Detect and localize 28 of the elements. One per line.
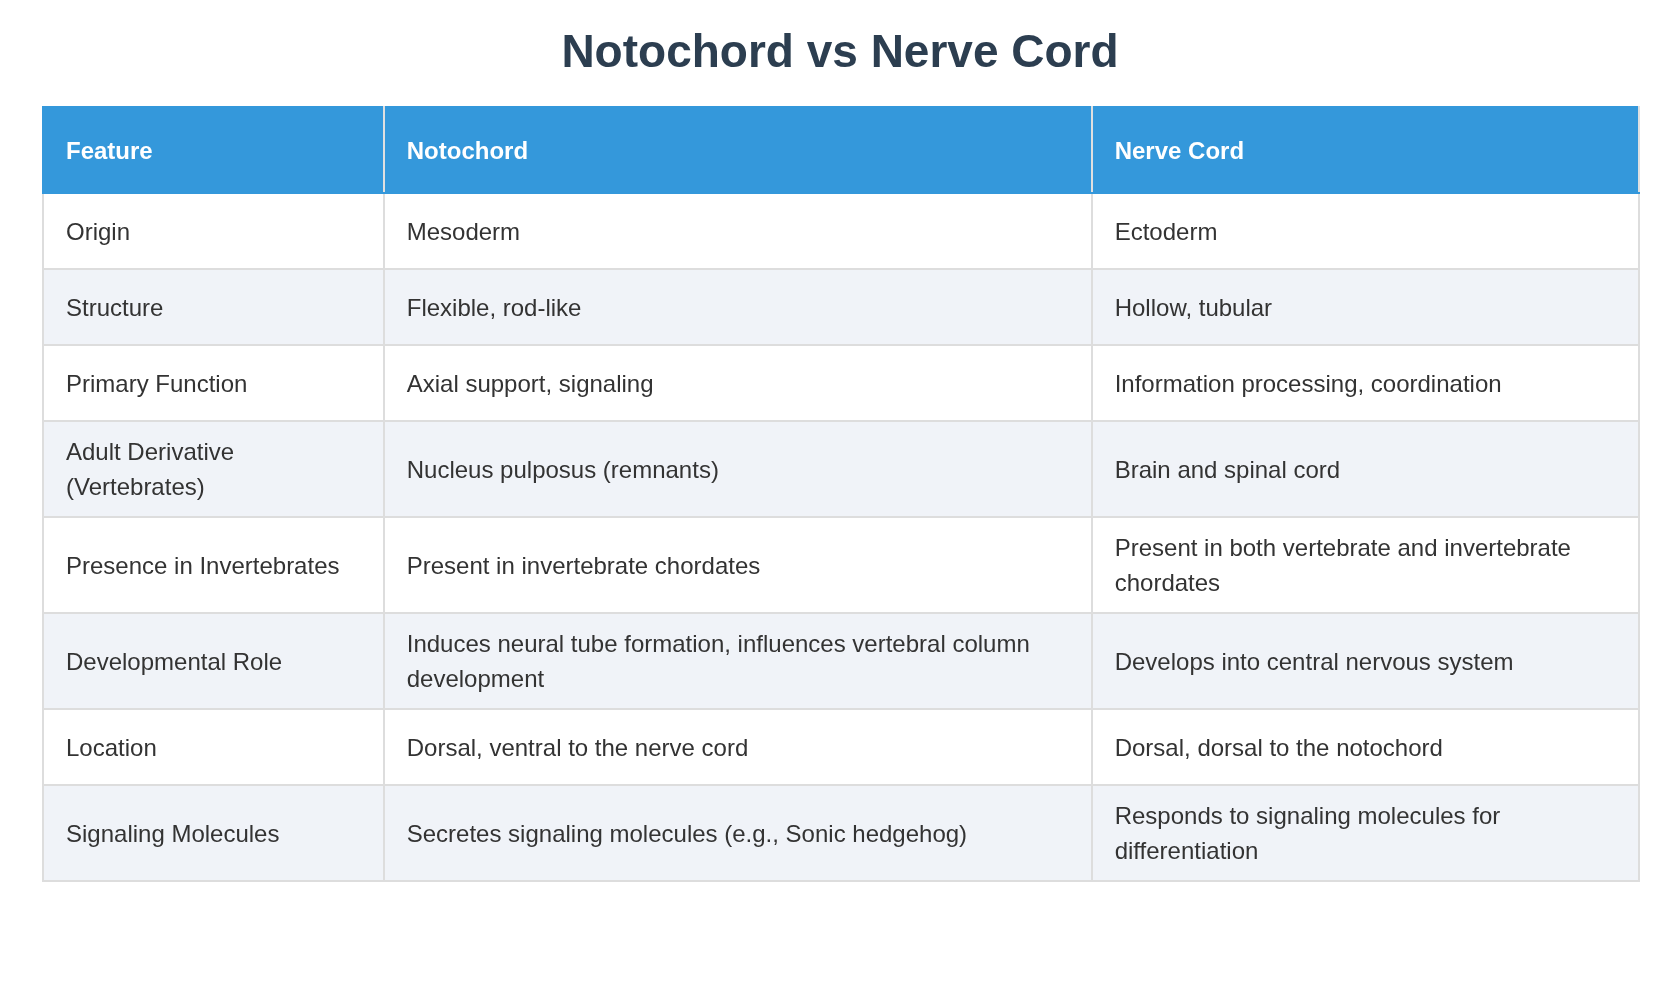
table-cell: Present in invertebrate chordates [383,517,1092,613]
table-cell: Ectoderm [1091,193,1639,269]
table-cell: Mesoderm [383,193,1092,269]
table-cell: Dorsal, ventral to the nerve cord [383,709,1092,785]
table-cell: Information processing, coordination [1091,345,1639,421]
table-cell: Axial support, signaling [383,345,1092,421]
column-header: Notochord [383,107,1092,193]
row-header: Presence in Invertebrates [43,517,384,613]
table-cell: Responds to signaling molecules for differentiation [1091,785,1639,881]
row-header: Location [43,709,384,785]
table-cell: Develops into central nervous system [1091,613,1639,709]
table-cell: Nucleus pulposus (remnants) [383,421,1092,517]
table-cell: Secretes signaling molecules (e.g., Sonic hedgehog) [383,785,1092,881]
table-cell: Brain and spinal cord [1091,421,1639,517]
row-header: Structure [43,269,384,345]
table-cell: Flexible, rod-like [383,269,1092,345]
row-header: Signaling Molecules [43,785,384,881]
row-header: Developmental Role [43,613,384,709]
row-header: Primary Function [43,345,384,421]
column-header: Nerve Cord [1091,107,1639,193]
row-header: Origin [43,193,384,269]
table-cell: Dorsal, dorsal to the notochord [1091,709,1639,785]
row-header: Adult Derivative (Vertebrates) [43,421,384,517]
column-header: Feature [43,107,384,193]
table-cell: Present in both vertebrate and invertebrate chordates [1091,517,1639,613]
table-cell: Induces neural tube formation, influences vertebral column development [383,613,1092,709]
diagram-title: Notochord vs Nerve Cord [561,24,1119,78]
table-cell: Hollow, tubular [1091,269,1639,345]
